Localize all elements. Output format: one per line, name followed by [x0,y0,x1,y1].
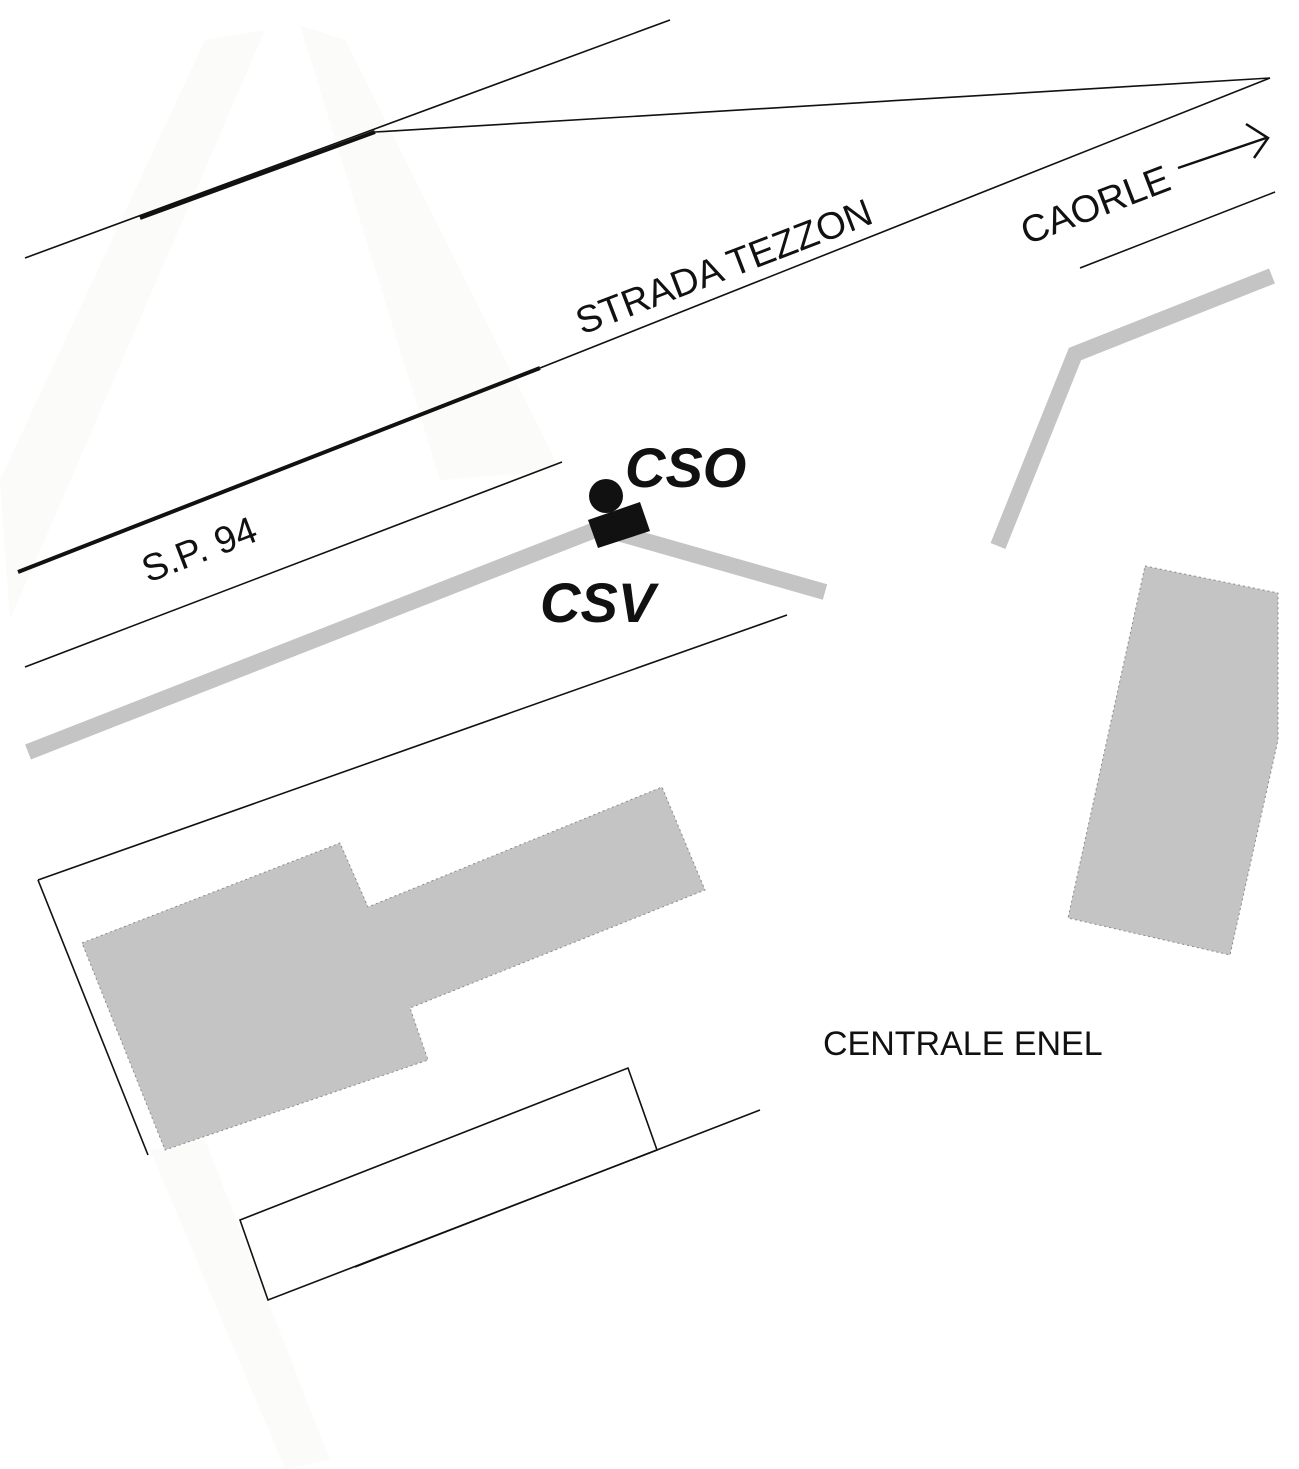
faint-strip-bottom [150,1140,330,1469]
building-main [81,786,706,1151]
road-edge-top-left [24,19,671,259]
road-edge-sp94-south [24,461,563,668]
road-edge-top-left-solid [139,130,376,220]
road-edge-tezzon-south [539,77,1271,369]
faint-ramp-left [0,30,265,620]
area-label-centrale-enel: CENTRALE ENEL [823,1025,1103,1063]
site-boundary-south [354,1109,761,1268]
site-boundary-west [37,879,149,1156]
square-marker-icon[interactable] [588,502,650,548]
site-boundary-north [37,614,788,881]
circle-marker-icon[interactable] [589,479,623,513]
road-edge-sp94-north [17,366,541,574]
road-edge-tezzon-north [374,77,1271,133]
arrow-right-icon [1177,122,1270,170]
building-east [1067,565,1279,956]
station-label-csv: CSV [540,571,660,634]
faint-ramp-right [300,25,560,480]
station-label-cso: CSO [625,436,746,499]
road-edge-caorle-south [1079,191,1276,269]
pipeline-east [990,268,1275,549]
